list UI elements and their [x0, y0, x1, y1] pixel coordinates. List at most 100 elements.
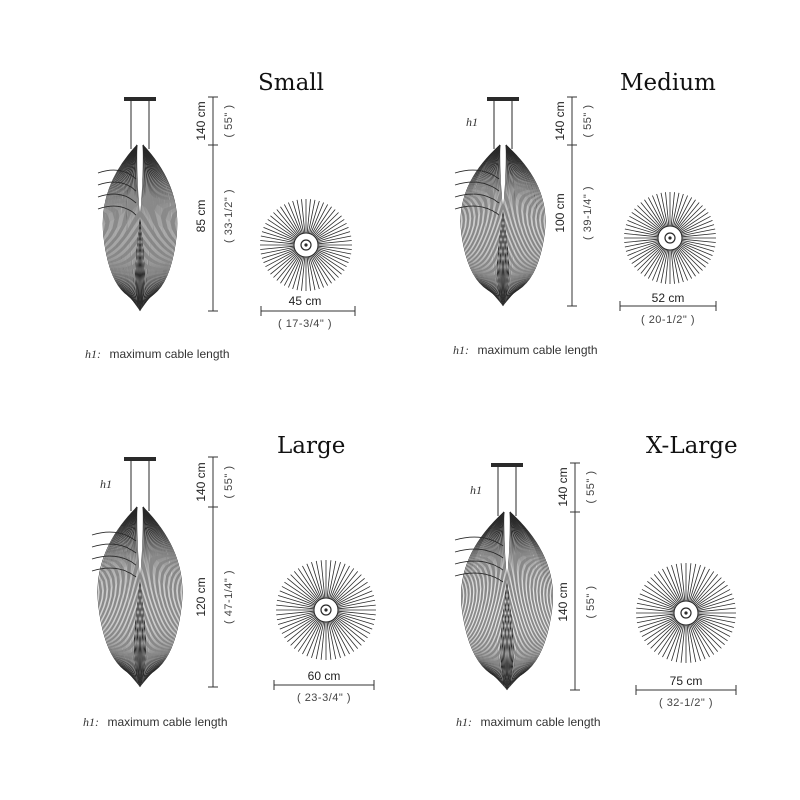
height-cm: 100 cm: [553, 193, 567, 232]
top-view-ray: [639, 617, 676, 633]
height-in: ( 47-1/4" ): [223, 570, 235, 624]
note-key: h1:: [85, 347, 101, 361]
top-view-ray: [315, 621, 325, 660]
top-view-ray: [680, 215, 711, 233]
top-view-ray: [311, 621, 323, 658]
top-view-ray: [675, 563, 685, 602]
top-view-ray: [310, 202, 324, 235]
pendant-fin: [128, 144, 138, 307]
top-view-ray: [309, 200, 320, 234]
pendant-fin: [142, 144, 173, 299]
pendant-fin: [509, 511, 535, 682]
pendant-fin: [505, 144, 519, 301]
top-view-ray: [296, 256, 305, 291]
top-view-ray: [692, 622, 715, 655]
top-view-ray: [695, 620, 725, 646]
pendant-fin: [142, 144, 163, 303]
top-view-ray: [260, 246, 295, 255]
top-view-center-dot: [304, 243, 308, 247]
top-view-ray: [280, 206, 300, 236]
ceiling-canopy: [491, 463, 523, 467]
pendant-fin: [494, 511, 505, 687]
top-view-ray: [310, 255, 324, 288]
top-view-ray: [657, 571, 680, 604]
pendant-fin: [509, 511, 534, 683]
top-view-ray: [647, 580, 677, 606]
panel-small: Small h1 140 cm ( 55" ) 85 cm ( 33-1/2" …: [0, 0, 400, 400]
top-view-ray: [680, 242, 713, 256]
pendant-fin: [142, 144, 174, 299]
top-view-ray: [317, 248, 351, 259]
pendant-fin: [469, 511, 505, 679]
top-view-ray: [273, 212, 298, 237]
cable-length-note: h1: maximum cable length: [453, 341, 598, 358]
pendant-fin: [489, 511, 505, 685]
pendant-fin: [142, 144, 151, 308]
pendant-fin: [463, 511, 505, 678]
pendant-fin: [509, 511, 520, 687]
pendant-fin: [509, 511, 541, 681]
top-view-ray: [337, 613, 374, 625]
top-view-ray: [330, 620, 346, 657]
pendant-ruffle: [454, 181, 500, 192]
top-view-ray: [306, 620, 322, 657]
pendant-fin: [123, 144, 138, 306]
ceiling-canopy: [124, 97, 156, 101]
pendant-fin: [142, 506, 171, 677]
top-view-ray: [283, 204, 301, 235]
top-view-ray: [329, 621, 341, 658]
h1-marker: h1: [470, 483, 482, 497]
pendant-fin: [483, 144, 501, 300]
pendant-fin: [118, 506, 138, 680]
top-view-ray: [314, 212, 339, 237]
top-view-ray: [263, 227, 296, 241]
top-view-ray: [336, 615, 371, 634]
pendant-fin: [465, 511, 505, 678]
pendant-fin: [117, 144, 138, 303]
top-view-ray: [636, 602, 675, 612]
top-view-ray: [689, 565, 701, 602]
top-view-ray: [697, 614, 736, 624]
pendant-fin: [110, 144, 138, 301]
pendant-fin: [142, 506, 151, 684]
top-view-ray: [676, 199, 696, 229]
top-view-ray: [689, 624, 701, 661]
pendant-ruffle: [97, 205, 137, 216]
cable-length-note: h1: maximum cable length: [83, 713, 228, 730]
pendant-fin: [142, 506, 164, 680]
pendant-fin: [125, 506, 138, 683]
size-diagram: Medium h1 140 cm ( 55" ) 100 cm ( 39-1/4…: [453, 70, 717, 358]
diameter-in: ( 23-3/4" ): [297, 692, 351, 704]
top-view-ray: [671, 624, 683, 661]
pendant-fin: [461, 144, 501, 293]
top-view-ray: [681, 228, 716, 237]
top-view-ray: [675, 624, 685, 663]
top-view-ray: [625, 241, 659, 252]
pendant-fin: [509, 511, 536, 682]
top-view-ray: [337, 611, 376, 621]
top-view-ray: [665, 249, 670, 284]
size-title: Medium: [620, 70, 716, 96]
pendant-fin: [142, 144, 165, 302]
pendant-fin: [142, 506, 156, 682]
top-view-ray: [327, 560, 337, 599]
size-title: Small: [258, 70, 324, 96]
pendant-fin: [100, 506, 138, 675]
top-view-ray: [641, 618, 676, 637]
height-dimension: 140 cm ( 55" ) 120 cm ( 47-1/4" ): [194, 456, 235, 688]
pendant-fin: [480, 511, 505, 683]
pendant-fin: [478, 144, 501, 299]
top-view-ray: [677, 247, 700, 274]
top-view-ray: [686, 624, 692, 663]
pendant-fin: [506, 511, 515, 688]
pendant-fin: [142, 506, 176, 676]
top-view-ray: [326, 621, 332, 660]
top-view-ray: [695, 619, 728, 642]
top-view-ray: [681, 239, 716, 248]
pendant-fin: [509, 511, 549, 678]
top-view-ray: [335, 617, 365, 643]
top-view-ray: [679, 208, 706, 231]
top-view-ray: [276, 611, 315, 621]
cable-length-in: ( 55" ): [585, 470, 597, 503]
top-view-ray: [677, 202, 700, 229]
